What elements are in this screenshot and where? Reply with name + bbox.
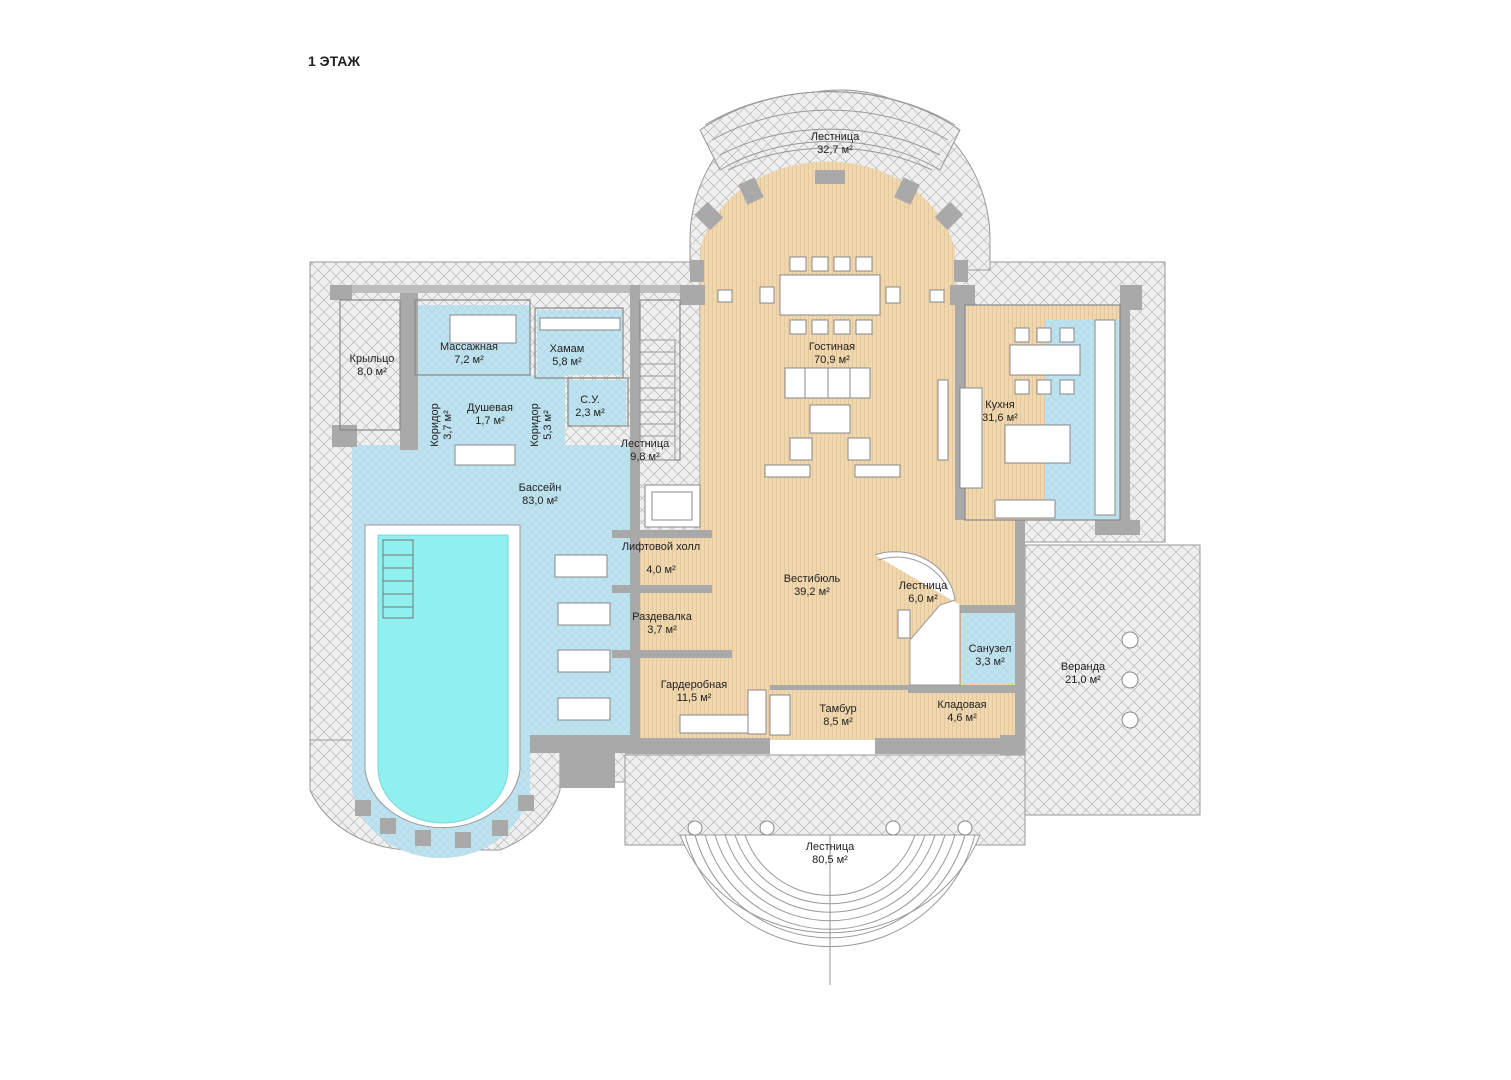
svg-text:Кухня: Кухня (985, 399, 1014, 411)
label-stair-main: Лестница 80,5 м² (806, 841, 855, 866)
svg-text:3,7 м²: 3,7 м² (442, 410, 454, 440)
label-kitchen: Кухня 31,6 м² (982, 399, 1018, 424)
svg-text:70,9 м²: 70,9 м² (814, 354, 850, 366)
pantry-floor (910, 690, 1015, 740)
svg-text:3,3 м²: 3,3 м² (975, 656, 1005, 668)
svg-text:4,6 м²: 4,6 м² (947, 712, 977, 724)
label-corridor-1: Коридор 3,7 м² (429, 403, 454, 446)
svg-text:7,2 м²: 7,2 м² (454, 354, 484, 366)
label-bathroom: Санузел 3,3 м² (969, 643, 1012, 668)
label-changing: Раздевалка 3,7 м² (632, 611, 693, 636)
spiral-stair (874, 551, 961, 686)
label-veranda: Веранда 21,0 м² (1061, 661, 1106, 686)
svg-text:32,7 м²: 32,7 м² (817, 144, 853, 156)
small-stair (639, 339, 676, 461)
svg-text:Бассейн: Бассейн (519, 482, 562, 494)
label-hamam: Хамам 5,8 м² (550, 343, 585, 368)
svg-text:Санузел: Санузел (969, 643, 1012, 655)
label-stair-small: Лестница 9,8 м² (621, 438, 670, 463)
svg-text:Вестибюль: Вестибюль (784, 573, 841, 585)
furniture (449, 256, 1139, 836)
svg-text:Крыльцо: Крыльцо (350, 353, 395, 365)
svg-text:Коридор: Коридор (429, 403, 441, 446)
main-stairs (679, 834, 981, 985)
svg-text:39,2 м²: 39,2 м² (794, 586, 830, 598)
svg-text:21,0 м²: 21,0 м² (1065, 674, 1101, 686)
svg-text:С.У.: С.У. (580, 394, 600, 406)
svg-text:Душевая: Душевая (467, 402, 513, 414)
svg-text:9,8 м²: 9,8 м² (630, 451, 660, 463)
svg-text:Лестница: Лестница (899, 580, 948, 592)
svg-text:5,3 м²: 5,3 м² (542, 410, 554, 440)
pool-water (377, 534, 509, 824)
label-porch: Крыльцо 8,0 м² (350, 353, 395, 378)
svg-text:1,7 м²: 1,7 м² (475, 415, 505, 427)
label-wardrobe: Гардеробная 11,5 м² (661, 679, 728, 704)
label-vestibule: Вестибюль 39,2 м² (784, 573, 841, 598)
svg-text:Тамбур: Тамбур (819, 703, 856, 715)
svg-text:Гостиная: Гостиная (809, 341, 855, 353)
svg-text:2,3 м²: 2,3 м² (575, 407, 605, 419)
svg-text:Лестница: Лестница (806, 841, 855, 853)
svg-text:Массажная: Массажная (440, 341, 498, 353)
label-wc-small: С.У. 2,3 м² (575, 394, 605, 419)
svg-text:11,5 м²: 11,5 м² (677, 692, 712, 704)
svg-text:Веранда: Веранда (1061, 661, 1106, 673)
label-corridor-2: Коридор 5,3 м² (529, 403, 554, 446)
top-stairs (704, 91, 956, 171)
pool-ladder (382, 539, 414, 619)
label-pool: Бассейн 83,0 м² (519, 482, 562, 507)
svg-text:Хамам: Хамам (550, 343, 585, 355)
label-tambour: Тамбур 8,5 м² (819, 703, 856, 728)
svg-text:Лестница: Лестница (811, 131, 860, 143)
svg-text:Лифтовой холл: Лифтовой холл (622, 541, 700, 553)
svg-text:Раздевалка: Раздевалка (632, 611, 693, 623)
svg-text:Кладовая: Кладовая (937, 699, 986, 711)
svg-text:83,0 м²: 83,0 м² (522, 495, 558, 507)
svg-text:Гардеробная: Гардеробная (661, 679, 728, 691)
corridor-floor (415, 375, 565, 445)
svg-text:8,0 м²: 8,0 м² (357, 366, 387, 378)
svg-text:3,7 м²: 3,7 м² (647, 624, 677, 636)
svg-text:Лестница: Лестница (621, 438, 670, 450)
label-massage: Массажная 7,2 м² (440, 341, 498, 366)
svg-text:5,8 м²: 5,8 м² (552, 356, 582, 368)
tambour-floor (770, 685, 910, 740)
room-labels: Лестница 32,7 м² Гостиная 70,9 м² Кухня … (350, 131, 1106, 866)
floor-title: 1 ЭТАЖ (308, 53, 361, 69)
label-lift-hall: Лифтовой холл 4,0 м² (622, 541, 700, 576)
svg-text:80,5 м²: 80,5 м² (812, 854, 848, 866)
svg-text:4,0 м²: 4,0 м² (646, 564, 676, 576)
label-living: Гостиная 70,9 м² (809, 341, 855, 366)
svg-text:Коридор: Коридор (529, 403, 541, 446)
bathroom-floor (962, 612, 1016, 684)
svg-text:8,5 м²: 8,5 м² (823, 716, 853, 728)
svg-text:31,6 м²: 31,6 м² (982, 412, 1018, 424)
wc-floor (568, 380, 626, 425)
label-stair-top: Лестница 32,7 м² (811, 131, 860, 156)
label-pantry: Кладовая 4,6 м² (937, 699, 986, 724)
label-spiral: Лестница 6,0 м² (899, 580, 948, 605)
svg-text:6,0 м²: 6,0 м² (908, 593, 938, 605)
label-shower: Душевая 1,7 м² (467, 402, 513, 427)
